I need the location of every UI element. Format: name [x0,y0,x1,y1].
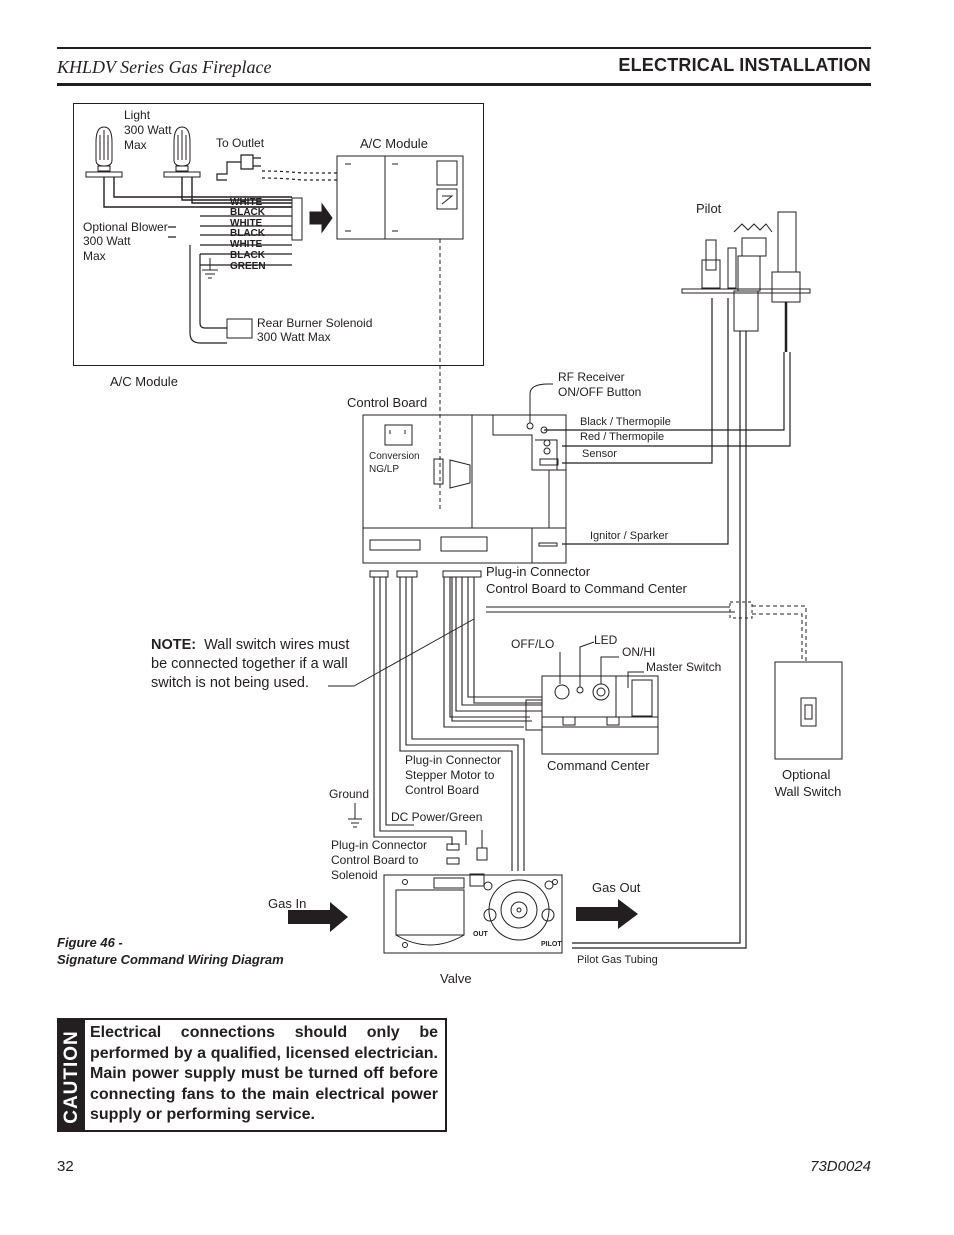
rear-burner-solenoid [226,318,253,339]
pilot-label: Pilot [696,201,722,216]
caution-word: CAUTION [61,1030,82,1124]
light-label: Light 300 Watt Max [124,108,175,152]
plugin-solenoid-label: Plug-in Connector Control Board to Solen… [331,838,430,882]
sensor-label: Sensor [582,448,617,460]
rf-receiver-label: RF Receiver ON/OFF Button [558,370,641,399]
ground-label: Ground [329,787,369,801]
gas-out-label: Gas Out [592,880,641,895]
plugin-stepper-label: Plug-in Connector Stepper Motor to Contr… [405,753,504,797]
inset-frame [73,103,484,366]
valve-out-marking: OUT [473,931,489,938]
optional-blower-label: Optional Blower 300 Watt Max [83,220,171,263]
led-label: LED [594,633,618,647]
wire-label: BLACK [230,228,266,239]
wire-label: WHITE [230,197,263,208]
ignitor-label: Ignitor / Sparker [590,530,669,542]
dc-power-label: DC Power/Green [391,810,482,824]
figure-number: Figure 46 - [57,935,123,950]
on-hi-label: ON/HI [622,645,655,659]
ac-module-inset-label: A/C Module [360,136,428,151]
document-number: 73D0024 [810,1158,871,1175]
conversion-label: Conversion NG/LP [369,451,422,475]
red-thermopile-label: Red / Thermopile [580,431,664,443]
section-title: ELECTRICAL INSTALLATION [618,55,871,75]
gas-in-label: Gas In [268,896,306,911]
note-text: NOTE: Wall switch wires must be connecte… [151,637,353,691]
caution-tab: CAUTION [59,1020,85,1130]
page-number: 32 [57,1158,74,1175]
master-switch-label: Master Switch [646,660,721,674]
gas-in-arrow [288,902,348,932]
to-outlet-label: To Outlet [216,136,265,150]
plugin-command-center-label: Plug-in Connector Control Board to Comma… [486,564,688,596]
header-top-rule [57,47,871,49]
optional-wall-switch-box [774,661,843,760]
series-title: KHLDV Series Gas Fireplace [57,57,272,77]
rear-burner-label: Rear Burner Solenoid 300 Watt Max [257,316,376,344]
ac-module-caption: A/C Module [110,374,178,389]
light-bulb-icon [85,126,123,178]
wire-label: WHITE [230,218,263,229]
black-thermopile-label: Black / Thermopile [580,416,671,428]
caution-text: Electrical connections should only be pe… [90,1024,438,1124]
wire-label: BLACK [230,207,266,218]
header-bottom-rule [57,83,871,86]
valve-label: Valve [440,971,472,986]
caution-box: CAUTION Electrical connections should on… [57,1018,447,1132]
wire-label: WHITE [230,239,263,250]
command-center-label: Command Center [547,758,650,773]
pilot-assembly [681,211,811,352]
wire-label: GREEN [230,261,266,272]
control-board-box [362,414,567,564]
figure-caption: Figure 46 - Signature Command Wiring Dia… [57,934,284,968]
wire-label: BLACK [230,250,266,261]
control-board-label: Control Board [347,395,427,410]
gas-out-arrow [576,899,638,929]
gas-valve [383,873,563,954]
figure-title: Signature Command Wiring Diagram [57,952,284,967]
ac-module-box [336,155,464,240]
wire-color-labels: WHITE BLACK WHITE BLACK WHITE BLACK GREE… [230,197,266,272]
light-bulb-icon [163,126,201,178]
valve-pilot-marking: PILOT [541,941,562,948]
pilot-gas-tubing-label: Pilot Gas Tubing [577,954,658,966]
optional-wall-switch-label: Optional Wall Switch [775,767,842,799]
off-lo-label: OFF/LO [511,637,554,651]
